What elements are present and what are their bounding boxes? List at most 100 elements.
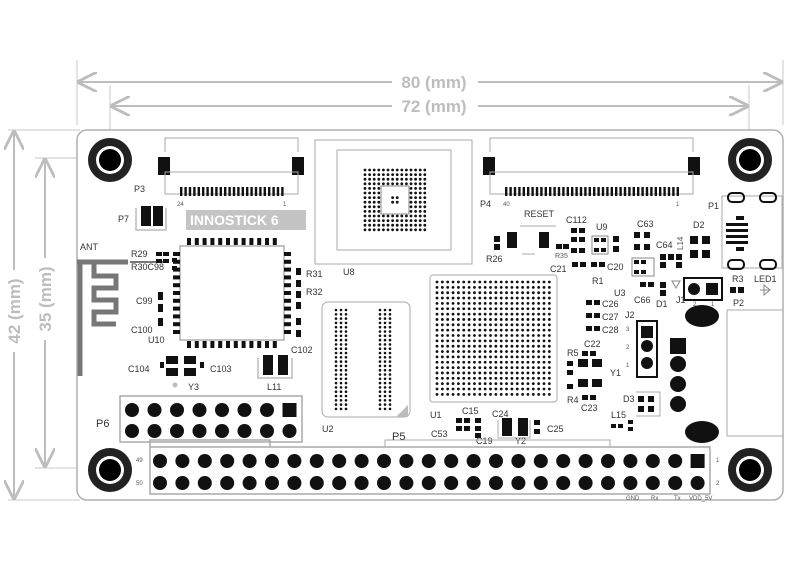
bga-ball: [446, 302, 450, 305]
bga-ball: [451, 366, 455, 369]
header-pin: [645, 476, 660, 490]
bga-ball: [423, 177, 427, 181]
bga-ball: [440, 387, 444, 391]
bga-ball: [542, 371, 546, 375]
bga-ball: [440, 360, 444, 364]
bga-ball: [368, 210, 371, 213]
bga-ball: [388, 317, 392, 320]
chip-pin: [265, 341, 269, 348]
label-c24: C24: [492, 409, 509, 419]
bga-ball: [526, 360, 530, 364]
bga-ball: [473, 334, 476, 337]
bga-ball: [515, 371, 519, 375]
label-y1: Y1: [610, 368, 621, 378]
bga-ball: [547, 302, 551, 305]
bga-ball: [505, 360, 508, 364]
bga-ball: [388, 325, 392, 329]
bga-ball: [510, 312, 514, 316]
header-pin: [260, 424, 274, 438]
bga-ball: [395, 214, 399, 218]
bga-ball: [409, 196, 413, 200]
bga-ball: [344, 394, 348, 398]
bga-ball: [395, 173, 399, 177]
bga-ball: [391, 219, 394, 223]
bga-ball: [542, 334, 546, 337]
bga-ball: [440, 328, 444, 332]
bga-ball: [510, 323, 514, 327]
bga-ball: [344, 390, 348, 394]
bga-ball: [462, 339, 466, 343]
bga-ball: [537, 344, 541, 348]
bga-ball: [505, 371, 508, 375]
header-pin: [444, 476, 459, 490]
bga-ball: [478, 291, 482, 295]
bga-ball: [467, 371, 471, 375]
bga-ball: [467, 318, 471, 321]
header-pin: [215, 403, 229, 417]
chip-pin: [284, 252, 291, 256]
connector-pin: [241, 187, 244, 196]
bga-ball: [467, 334, 471, 337]
bga-ball: [537, 376, 541, 380]
bga-ball: [435, 360, 439, 364]
bga-ball: [363, 200, 367, 204]
bga-ball: [344, 308, 348, 312]
bga-ball: [526, 376, 530, 380]
bga-ball: [462, 302, 466, 305]
bga-ball: [521, 392, 524, 396]
bga-ball: [446, 366, 450, 369]
bga-ball: [531, 350, 535, 353]
bga-ball: [478, 307, 482, 311]
bga-ball: [435, 285, 439, 289]
bga-ball: [446, 382, 450, 386]
bga-ball: [505, 291, 508, 295]
bga-ball: [494, 382, 498, 386]
mounting-hole-icon: [88, 448, 132, 492]
bga-ball: [505, 387, 508, 391]
connector-pin: [672, 187, 675, 196]
chip-pin: [218, 238, 223, 245]
bga-ball: [542, 280, 546, 284]
chip-pin: [257, 238, 262, 245]
bga-ball: [499, 366, 503, 369]
bga-ball: [440, 371, 444, 375]
header-pin: [668, 454, 683, 468]
bga-ball: [499, 344, 503, 348]
bga-ball: [537, 392, 541, 396]
bga-ball: [489, 328, 492, 332]
bga-ball: [388, 347, 392, 351]
bga-ball: [344, 360, 348, 363]
pin-func-gnd: GND: [626, 496, 640, 502]
bga-ball: [457, 323, 460, 327]
bga-ball: [414, 196, 417, 200]
p4-pin-left: 40: [503, 202, 510, 208]
bga-ball: [383, 390, 387, 394]
bga-ball: [388, 390, 392, 394]
bga-ball: [334, 373, 338, 376]
bga-ball: [499, 285, 503, 289]
bga-ball: [418, 228, 422, 232]
bga-ball: [467, 339, 471, 343]
bga-ball: [499, 312, 503, 316]
label-p1: P1: [708, 201, 719, 211]
bga-ball: [388, 373, 392, 376]
bga-ball: [440, 285, 444, 289]
bga-ball: [547, 382, 551, 386]
bga-ball: [483, 392, 487, 396]
connector-pin: [250, 187, 253, 196]
header-pin: [265, 476, 279, 490]
label-c112: C112: [566, 215, 587, 225]
connector-pin: [619, 187, 622, 196]
bga-ball: [510, 376, 514, 380]
connector-pin: [513, 187, 517, 196]
bga-ball: [423, 214, 427, 218]
bga-ball: [515, 285, 519, 289]
bga-ball: [378, 407, 382, 411]
bga-ball: [378, 313, 382, 316]
bga-ball: [478, 296, 482, 300]
bga-ball: [414, 173, 417, 177]
bga-ball: [368, 182, 371, 186]
header-pin: [668, 476, 683, 490]
bga-ball: [334, 399, 338, 402]
label-p6: P6: [96, 418, 109, 430]
